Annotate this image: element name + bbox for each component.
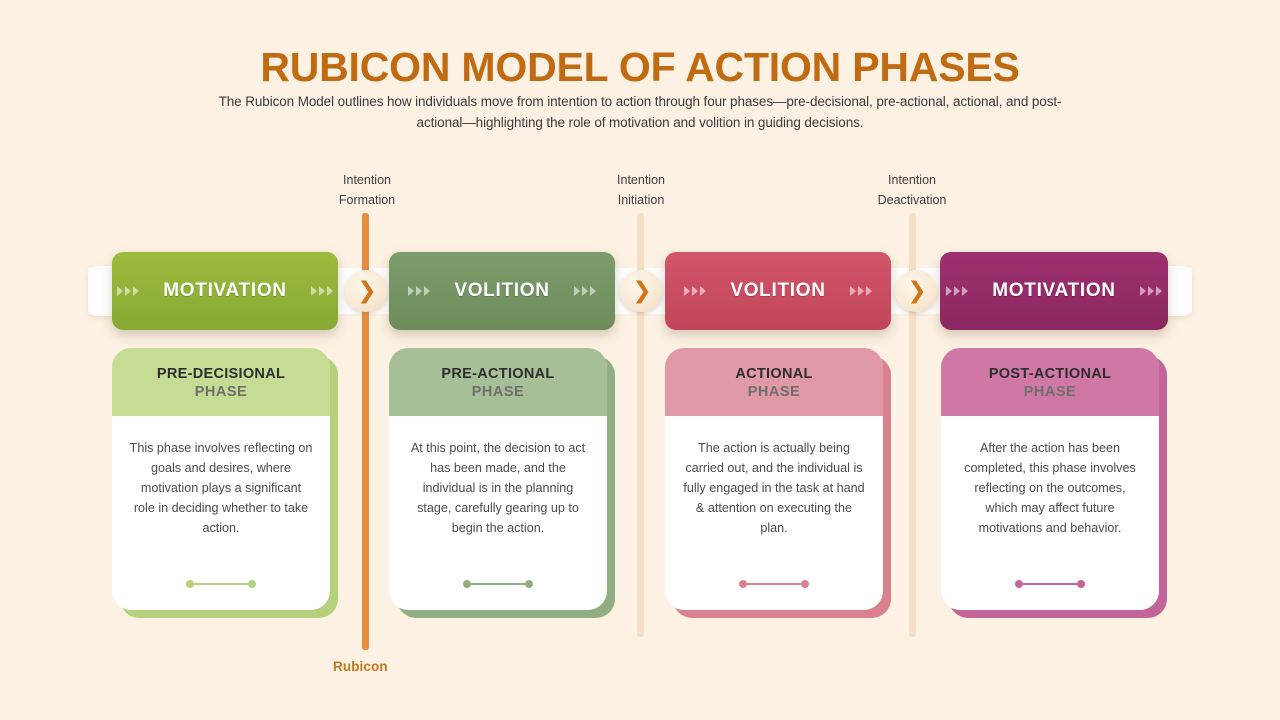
phase-banner-1[interactable]: MOTIVATION [112,252,338,330]
phase-banner-2-label: VOLITION [454,280,550,301]
phase-card-4-divider-ornament [941,580,1159,588]
intention-marker-3-line1: Intention [888,173,936,187]
phase-card-4-header: POST-ACTIONAL PHASE [941,348,1159,416]
banner-3-right-chevrons [849,286,872,296]
banner-1-left-chevrons [117,286,140,296]
timeline-divider-2 [637,213,644,637]
chevron-right-arrow-icon: ❯ [357,277,377,304]
phase-banner-3-label: VOLITION [730,280,826,301]
ornament-dot-right [248,580,256,588]
intention-marker-3: Intention Deactivation [822,170,1002,210]
phase-card-2-divider-ornament [389,580,607,588]
phase-card-1-divider-ornament [112,580,330,588]
intention-marker-3-line2: Deactivation [877,193,947,207]
phase-card-3-title: ACTIONAL [735,366,813,382]
intention-marker-2-line1: Intention [617,173,665,187]
banner-2-left-chevrons [408,286,431,296]
phase-card-1-title: PRE-DECISIONAL [156,366,286,382]
banner-4-right-chevrons [1139,286,1162,296]
phase-card-1[interactable]: PRE-DECISIONAL PHASE This phase involves… [112,348,338,618]
intention-marker-1: Intention Formation [277,170,457,210]
phase-card-1-subtitle: PHASE [194,384,248,400]
ornament-dot-left [1015,580,1023,588]
banner-3-left-chevrons [684,286,707,296]
chevron-right-arrow-icon: ❯ [632,277,652,304]
phase-banner-3[interactable]: VOLITION [665,252,891,330]
phase-card-4-description: After the action has been completed, thi… [964,441,1136,535]
intention-marker-1-line2: Formation [338,193,396,207]
phase-card-4-title: POST-ACTIONAL [988,366,1112,382]
ornament-dot-right [801,580,809,588]
phase-connector-3[interactable]: ❯ [895,270,937,312]
phase-banner-2[interactable]: VOLITION [389,252,615,330]
page-title: RUBICON MODEL OF ACTION PHASES [260,44,1020,90]
rubicon-label: Rubicon [333,659,388,674]
phase-banner-4-label: MOTIVATION [992,280,1116,301]
ornament-dot-right [525,580,533,588]
phase-card-2[interactable]: PRE-ACTIONAL PHASE At this point, the de… [389,348,615,618]
banner-1-right-chevrons [310,286,333,296]
phase-banner-4[interactable]: MOTIVATION [940,252,1168,330]
banner-4-left-chevrons [946,286,969,296]
phase-card-3-description: The action is actually being carried out… [683,441,865,535]
phase-connector-2[interactable]: ❯ [620,270,662,312]
phase-card-4[interactable]: POST-ACTIONAL PHASE After the action has… [941,348,1167,618]
phase-card-2-subtitle: PHASE [471,384,525,400]
phase-card-3[interactable]: ACTIONAL PHASE The action is actually be… [665,348,891,618]
phase-card-3-subtitle: PHASE [747,384,801,400]
ornament-bar [194,582,248,586]
phase-connector-1[interactable]: ❯ [345,270,387,312]
ornament-bar [471,582,525,586]
phase-card-2-description: At this point, the decision to act has b… [410,441,586,535]
banner-2-right-chevrons [573,286,596,296]
ornament-bar [747,582,801,586]
ornament-dot-left [186,580,194,588]
intention-marker-1-line1: Intention [343,173,391,187]
page-subtitle: The Rubicon Model outlines how individua… [218,94,1062,130]
phase-card-3-panel: ACTIONAL PHASE The action is actually be… [665,348,883,610]
ornament-dot-right [1077,580,1085,588]
ornament-bar [1023,582,1077,586]
phase-card-1-header: PRE-DECISIONAL PHASE [112,348,330,416]
phase-card-4-panel: POST-ACTIONAL PHASE After the action has… [941,348,1159,610]
ornament-dot-left [739,580,747,588]
phase-card-1-description: This phase involves reflecting on goals … [129,441,313,535]
phase-card-3-header: ACTIONAL PHASE [665,348,883,416]
chevron-right-arrow-icon: ❯ [907,277,927,304]
intention-marker-2-line2: Initiation [617,193,665,207]
timeline-divider-3 [909,213,916,637]
phase-card-2-panel: PRE-ACTIONAL PHASE At this point, the de… [389,348,607,610]
intention-marker-2: Intention Initiation [551,170,731,210]
phase-banner-1-label: MOTIVATION [163,280,287,301]
phase-card-2-header: PRE-ACTIONAL PHASE [389,348,607,416]
phase-card-4-subtitle: PHASE [1023,384,1077,400]
ornament-dot-left [463,580,471,588]
timeline-divider-1 [362,213,369,650]
phase-card-3-divider-ornament [665,580,883,588]
phase-card-2-title: PRE-ACTIONAL [441,366,555,382]
phase-card-1-panel: PRE-DECISIONAL PHASE This phase involves… [112,348,330,610]
